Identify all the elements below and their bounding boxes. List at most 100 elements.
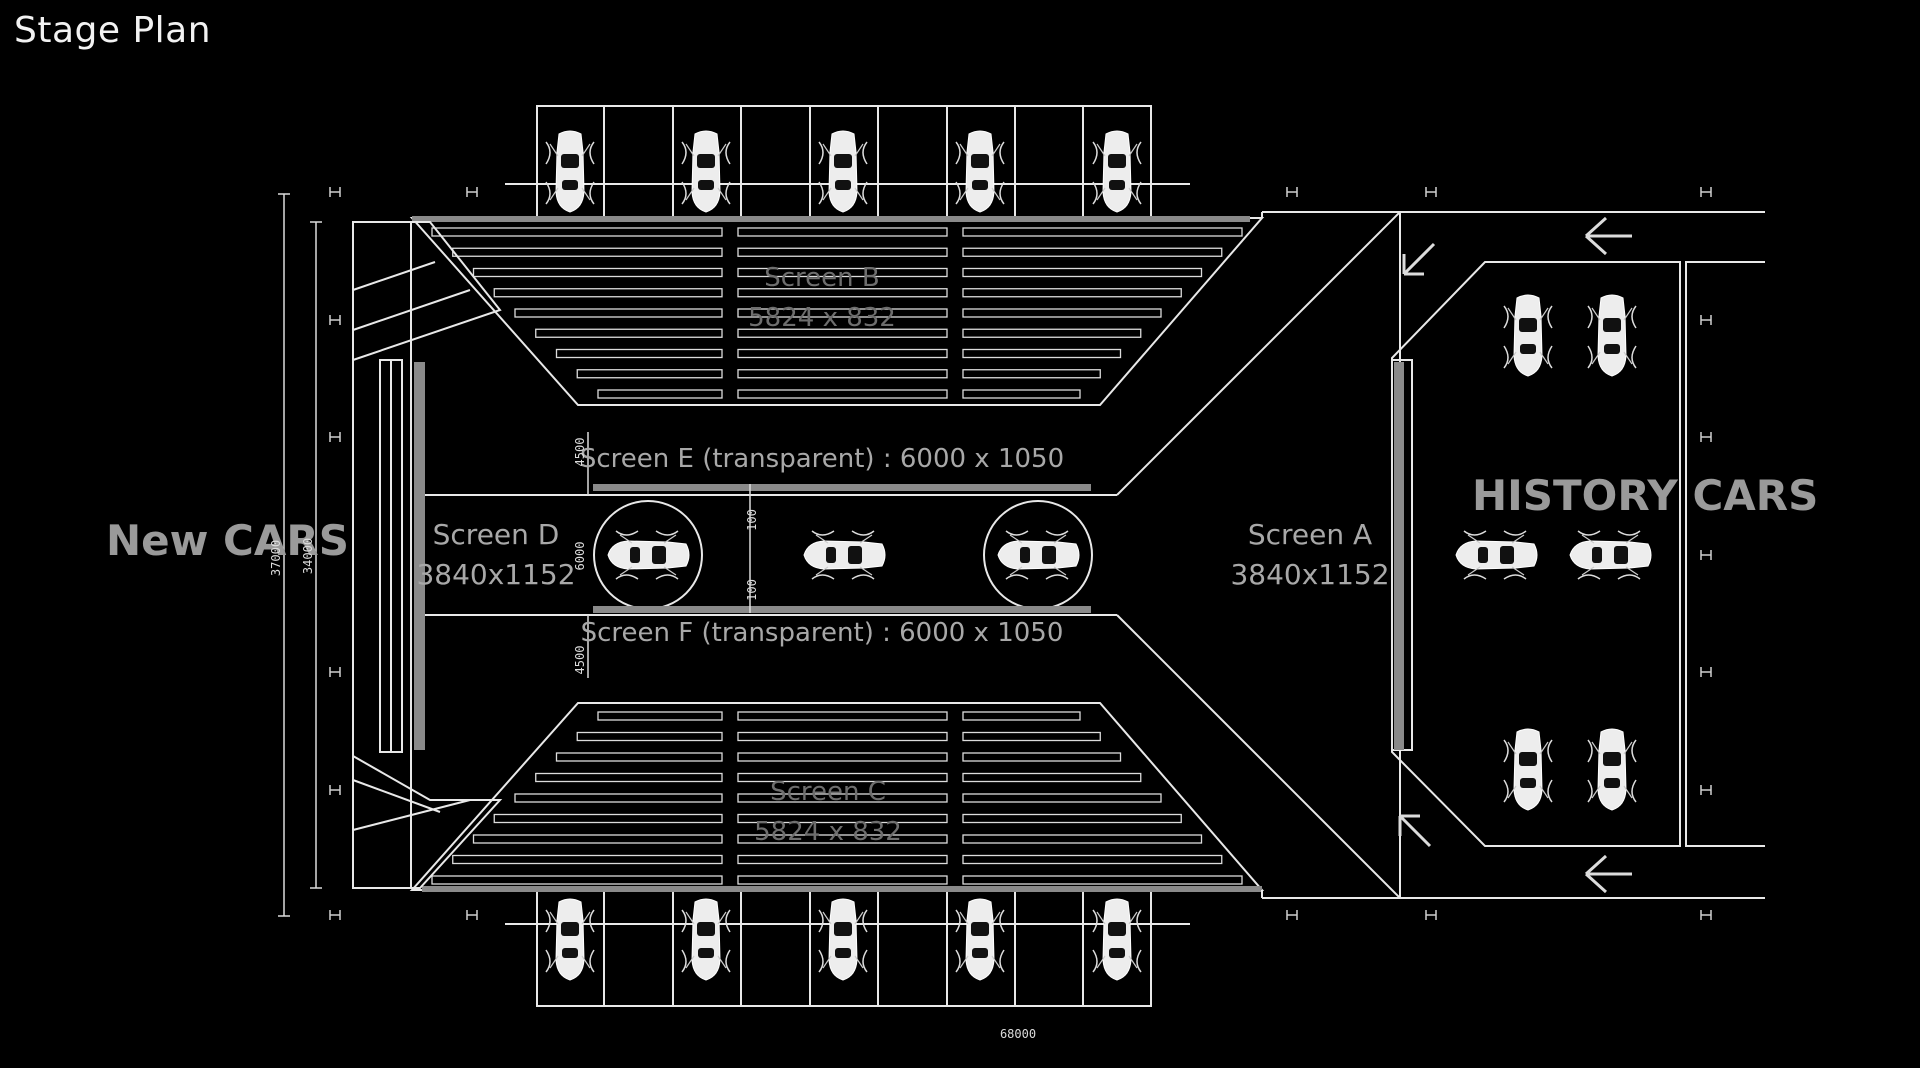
upper-seating-block [409, 216, 1265, 406]
grid-marker [1700, 550, 1712, 560]
sep-upper-dim: 100 [745, 509, 759, 531]
grid-marker [329, 910, 341, 920]
screen-f-bar [593, 606, 1091, 613]
seating-row-icon [576, 731, 723, 742]
grid-marker [1286, 187, 1298, 197]
seating-row-icon [535, 328, 723, 338]
seating-row-icon [737, 772, 948, 783]
grid-marker [329, 315, 341, 325]
new-cars-label: New CARS [106, 516, 349, 565]
seating-row-icon [962, 328, 1142, 338]
seating-row-icon [431, 875, 723, 885]
screen-d-bar [414, 362, 425, 750]
dimension-lines [278, 193, 751, 917]
seating-row-icon [737, 834, 948, 844]
seating-row-icon [737, 389, 948, 399]
grid-marker [1286, 910, 1298, 920]
seating-row-icon [962, 772, 1142, 783]
grid-marker [329, 785, 341, 795]
grid-marker [1700, 432, 1712, 442]
seating-row-icon [737, 267, 948, 278]
seating-row-icon [493, 813, 723, 824]
seating-row-icon [962, 752, 1122, 762]
seating-row-icon [737, 348, 948, 359]
seating-row-icon [514, 793, 723, 803]
grid-marker [1700, 187, 1712, 197]
seating-row-icon [737, 227, 948, 237]
seating-row-icon [962, 731, 1101, 742]
seating-row-icon [472, 267, 723, 278]
seating-row-icon [452, 854, 723, 865]
seating-row-icon [962, 247, 1223, 257]
grid-marker [1425, 187, 1437, 197]
seating-row-icon [962, 348, 1122, 359]
seating-row-icon [962, 854, 1223, 865]
seating-row-icon [962, 875, 1243, 885]
lower-seating-block [409, 702, 1265, 892]
top-cars [545, 130, 1142, 213]
seating-row-icon [962, 711, 1081, 721]
screen-e-label: Screen E (transparent) : 6000 x 1050 [580, 444, 1064, 474]
seating-row-icon [962, 834, 1203, 844]
seating-row-icon [431, 227, 723, 237]
seating-row-icon [555, 348, 723, 359]
seating-row-icon [472, 834, 723, 844]
grid-marker [466, 187, 478, 197]
screen-e-bar [593, 484, 1091, 491]
history-cars-label: HISTORY CARS [1472, 471, 1818, 520]
lower-seating-rows [431, 711, 1243, 885]
seating-row-icon [962, 389, 1081, 399]
screen-d-size: 3840x1152 [416, 558, 575, 591]
seating-row-icon [962, 813, 1182, 824]
inner-height-dim: 34000 [301, 538, 315, 574]
seating-row-icon [737, 711, 948, 721]
history-cars [1455, 294, 1652, 811]
upper-seating-rows [431, 227, 1243, 399]
screen-c-size: 5824 x 832 [754, 817, 902, 847]
screen-f-label: Screen F (transparent) : 6000 x 1050 [581, 618, 1064, 648]
bottom-cars [545, 898, 1142, 981]
screen-a-name: Screen A [1248, 518, 1372, 551]
grid-marker [1700, 910, 1712, 920]
grid-marker [329, 187, 341, 197]
grid-marker [1700, 785, 1712, 795]
screen-b-name: Screen B [764, 263, 880, 293]
grid-marker [329, 667, 341, 677]
seating-row-icon [597, 711, 723, 721]
gap-upper-dim: 4500 [573, 438, 587, 467]
screen-a-size: 3840x1152 [1230, 558, 1389, 591]
seating-row-icon [737, 793, 948, 803]
seating-row-icon [737, 328, 948, 338]
page-title: Stage Plan [14, 10, 212, 51]
seating-row-icon [514, 308, 723, 318]
seating-row-icon [737, 369, 948, 379]
seating-row-icon [597, 389, 723, 399]
grid-marker [466, 910, 478, 920]
seating-row-icon [962, 793, 1162, 803]
seating-row-icon [493, 288, 723, 298]
seating-row-icon [962, 369, 1101, 379]
seating-row-icon [962, 267, 1203, 278]
screen-b-size: 5824 x 832 [748, 303, 896, 333]
seating-row-icon [737, 813, 948, 824]
grid-marker [329, 432, 341, 442]
seating-row-icon [737, 854, 948, 865]
corridor-cars [607, 530, 1080, 580]
seating-row-icon [576, 369, 723, 379]
left-platform [352, 221, 503, 889]
seating-row-icon [555, 752, 723, 762]
seating-row-icon [535, 772, 723, 783]
screen-a-bar [1394, 362, 1404, 750]
gap-lower-dim: 4500 [573, 646, 587, 675]
overall-height-dim: 37000 [269, 540, 283, 576]
grid-marker [1700, 315, 1712, 325]
history-area [1391, 211, 1765, 847]
seating-row-icon [737, 308, 948, 318]
seating-row-icon [737, 875, 948, 885]
screen-c-name: Screen C [770, 777, 886, 807]
arrow-diagonal-icon [1398, 242, 1436, 848]
grid-marker [1700, 667, 1712, 677]
seating-row-icon [962, 308, 1162, 318]
overall-width-dim: 68000 [1000, 1027, 1036, 1041]
